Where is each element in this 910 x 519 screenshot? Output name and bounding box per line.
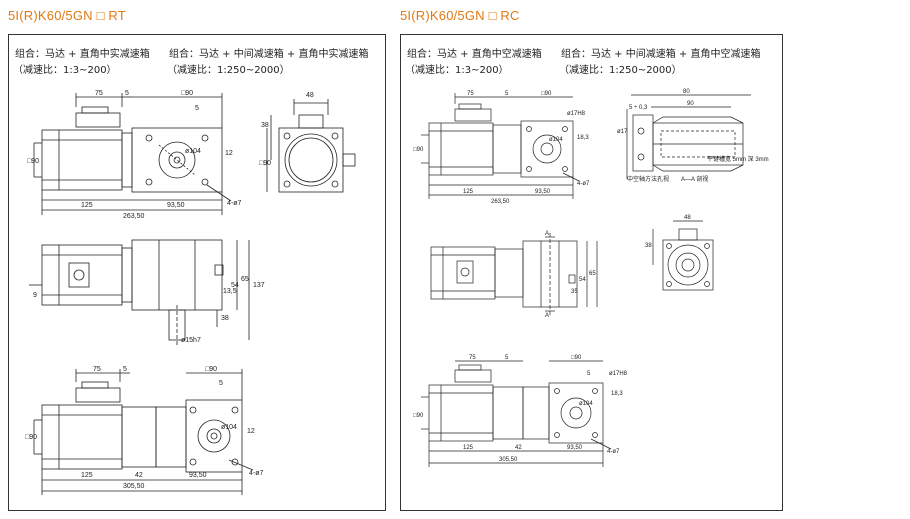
dim-label: □90 xyxy=(181,90,193,97)
dim-label: 5 xyxy=(123,366,127,373)
dim-label: □90 xyxy=(541,91,552,97)
dim-label: ø17H8 xyxy=(567,111,586,117)
dim-label: 42 xyxy=(515,445,522,451)
left-drawing: 75 5 □90 5 48 38 125 93,50 263,50 4-ø7 ø… xyxy=(25,90,356,495)
dim-label: □90 xyxy=(413,413,424,419)
dim-label: 5 ÷ 0,3 xyxy=(629,105,648,111)
dim-label: 305,50 xyxy=(123,483,145,490)
right-combo-1: 组合：马达 + 直角中空减速箱 xyxy=(407,49,542,60)
dim-label: 9 xyxy=(33,292,37,299)
dim-label: 38 xyxy=(221,315,229,322)
left-view-side-1 xyxy=(266,99,356,193)
dim-label: 54 xyxy=(231,282,239,289)
dim-label: 13,5 xyxy=(223,288,237,295)
left-view-front-1 xyxy=(33,93,232,215)
dim-label: □90 xyxy=(25,434,37,441)
right-ratio-2: （减速比：1:250~2000） xyxy=(559,65,682,76)
right-panel: 组合：马达 + 直角中空减速箱 （减速比：1:3~200） 组合：马达 + 中间… xyxy=(400,34,783,511)
dim-label: ø104 xyxy=(221,424,237,431)
dim-label: 90 xyxy=(687,101,694,107)
dim-label: □90 xyxy=(27,158,39,165)
dim-label: 75 xyxy=(467,91,474,97)
dim-label: 48 xyxy=(684,215,691,221)
left-ratio-1: （减速比：1:3~200） xyxy=(13,65,117,76)
dim-label: 中空轴方法孔视 xyxy=(627,175,669,183)
dim-label: 38 xyxy=(645,243,652,249)
dim-label: 18,3 xyxy=(577,135,589,141)
dim-label: 5 xyxy=(587,371,591,377)
dim-label: 125 xyxy=(81,472,93,479)
dim-label: 125 xyxy=(463,445,474,451)
dim-label: 125 xyxy=(463,189,474,195)
left-panel: 组合：马达 + 直角中实减速箱 （减速比：1:3~200） 组合：马达 + 中间… xyxy=(8,34,386,511)
right-drawing: 75 5 □90 ø17H8 18,3 ø104 □90 125 93,50 2… xyxy=(413,89,769,467)
dim-label: 93,50 xyxy=(167,202,185,209)
dim-label: 75 xyxy=(93,366,101,373)
right-view-front-2 xyxy=(421,360,612,467)
dim-label: ø104 xyxy=(549,137,563,143)
left-view-top xyxy=(29,239,250,347)
dim-label: ø17 xyxy=(617,129,628,135)
dim-label: 4-ø7 xyxy=(607,449,620,455)
left-ratio-2: （减速比：1:250~2000） xyxy=(167,65,290,76)
dim-label: 93,50 xyxy=(189,472,207,479)
right-view-side-1 xyxy=(652,220,714,291)
dim-label: 4-ø7 xyxy=(577,181,590,187)
dim-label: 42 xyxy=(135,472,143,479)
dim-label: ø104 xyxy=(579,401,593,407)
dim-label: 54 xyxy=(579,277,586,283)
dim-label: 65 xyxy=(241,276,249,283)
dim-label: 4-ø7 xyxy=(227,200,242,207)
dim-label: 5 xyxy=(219,380,223,387)
dim-label: 137 xyxy=(253,282,265,289)
dim-label: 12 xyxy=(225,150,233,157)
dim-label: □90 xyxy=(571,355,582,361)
right-combo-2: 组合：马达 + 中间减速箱 + 直角中空减速箱 xyxy=(561,49,761,60)
dim-label: 80 xyxy=(683,89,690,95)
left-combo-1: 组合：马达 + 直角中实减速箱 xyxy=(15,49,150,60)
dim-label: 5 xyxy=(125,90,129,97)
dim-label: 12 xyxy=(247,428,255,435)
dim-label: 305,50 xyxy=(499,457,518,463)
dim-label: 48 xyxy=(306,92,314,99)
left-combo-2: 组合：马达 + 中间减速箱 + 直角中实减速箱 xyxy=(169,49,369,60)
right-section-aa xyxy=(626,94,751,179)
dim-label: □90 xyxy=(413,147,424,153)
dim-label: A xyxy=(545,313,549,319)
dim-label: 18,3 xyxy=(611,391,623,397)
dim-label: 75 xyxy=(95,90,103,97)
dim-label: □90 xyxy=(259,160,271,167)
dim-label: A—A 剖视 xyxy=(681,175,708,183)
dim-label: 38 xyxy=(261,122,269,129)
dim-label: 5 xyxy=(505,355,509,361)
dim-label: 93,50 xyxy=(535,189,551,195)
dim-label: ø104 xyxy=(185,148,201,155)
dim-label: 263,50 xyxy=(491,199,510,205)
dim-label: 65 xyxy=(589,271,596,277)
dim-label: 平键槽宽 5mm 深 3mm xyxy=(707,155,769,163)
dim-label: 125 xyxy=(81,202,93,209)
dim-label: A xyxy=(545,231,549,237)
dim-label: 4-ø7 xyxy=(249,470,264,477)
right-title: 5I(R)K60/5GN □ RC xyxy=(400,8,520,23)
dim-label: 5 xyxy=(505,91,509,97)
dim-label: ø17H8 xyxy=(609,371,628,377)
dim-label: ø15h7 xyxy=(181,337,201,344)
dim-label: 263,50 xyxy=(123,213,145,220)
left-title: 5I(R)K60/5GN □ RT xyxy=(8,8,126,23)
left-view-front-2 xyxy=(33,369,254,495)
dim-label: 5 xyxy=(195,105,199,112)
dim-label: 93,50 xyxy=(567,445,583,451)
right-view-top xyxy=(430,233,598,315)
right-ratio-1: （减速比：1:3~200） xyxy=(405,65,509,76)
dim-label: 35 xyxy=(571,289,578,295)
dim-label: □90 xyxy=(205,366,217,373)
dim-label: 75 xyxy=(469,355,476,361)
right-view-front-1 xyxy=(421,93,580,199)
